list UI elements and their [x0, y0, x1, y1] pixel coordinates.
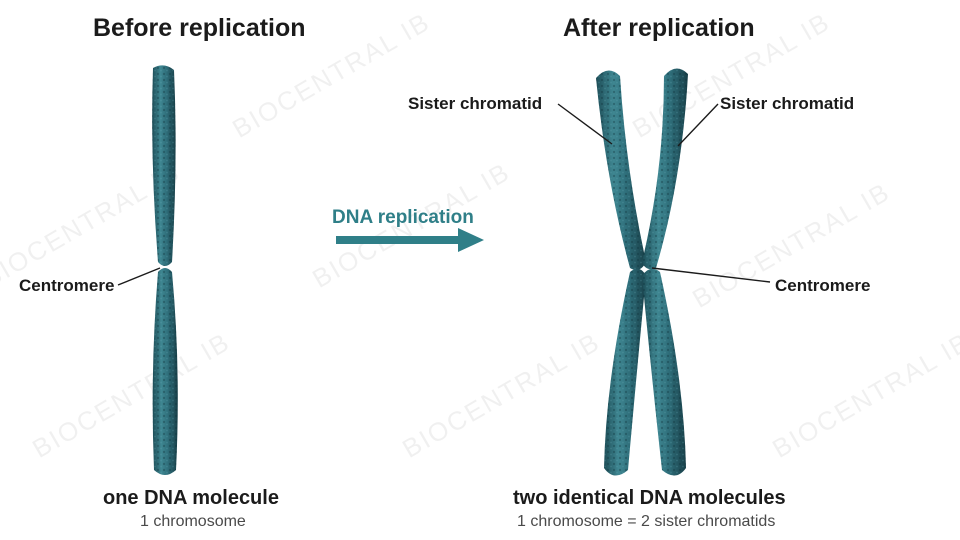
- duplicated-chromosome: [596, 68, 688, 476]
- single-chromosome: [152, 65, 178, 475]
- caption-before-sub: 1 chromosome: [140, 513, 246, 530]
- sister-chromatid-label-left: Sister chromatid: [408, 94, 543, 113]
- sister-chromatid-label-right: Sister chromatid: [720, 94, 855, 113]
- title-before: Before replication: [93, 14, 306, 42]
- sister-left-pointer: [557, 103, 613, 145]
- replication-arrow: [336, 228, 484, 252]
- caption-before-main: one DNA molecule: [103, 487, 279, 509]
- title-after: After replication: [563, 14, 755, 42]
- caption-after-sub: 1 chromosome = 2 sister chromatids: [517, 513, 776, 530]
- centromere-right-pointer: [651, 267, 771, 283]
- centromere-left-pointer: [117, 267, 161, 286]
- centromere-label-left: Centromere: [19, 276, 115, 295]
- caption-after-main: two identical DNA molecules: [513, 487, 786, 509]
- sister-right-pointer: [677, 103, 719, 147]
- arrow-label: DNA replication: [332, 207, 474, 228]
- centromere-label-right: Centromere: [775, 276, 871, 295]
